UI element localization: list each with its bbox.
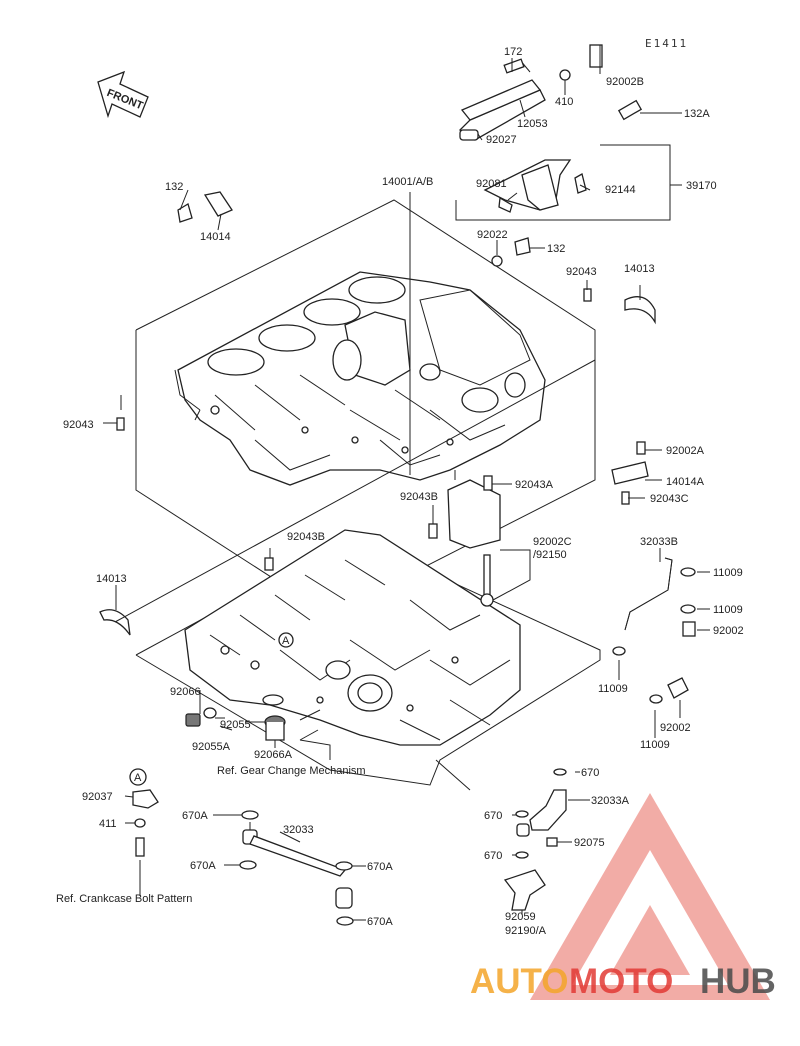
label-92022: 92022: [477, 229, 508, 241]
label-92190-a: 92190/A: [505, 925, 547, 937]
label-670a-1: 670A: [182, 810, 208, 822]
circle-a-marker: A: [282, 635, 290, 647]
bottom-left-parts: A: [129, 768, 354, 926]
label-132-b: 132: [547, 243, 565, 255]
label-92002-d: 92002: [660, 722, 691, 734]
label-670-b: 670: [484, 810, 502, 822]
drain-plug-group: [185, 694, 321, 741]
label-92066a: 92066A: [254, 749, 293, 761]
lower-crankcase: A: [135, 529, 601, 786]
circle-a-marker: A: [134, 772, 142, 784]
label-92150: /92150: [533, 549, 567, 561]
watermark-auto: AUTO: [470, 962, 569, 1001]
label-92075: 92075: [574, 837, 605, 849]
part-labels: E1411 172 92002B 410 12053 92027 132A 13…: [56, 37, 744, 937]
watermark-moto: MOTO: [569, 962, 673, 1001]
oil-pipe-32033A: [503, 768, 567, 911]
leader-lines: [103, 45, 710, 921]
label-92144: 92144: [605, 184, 636, 196]
label-12053: 12053: [517, 118, 548, 130]
label-32033: 32033: [283, 824, 314, 836]
label-14014: 14014: [200, 231, 231, 243]
front-direction-arrow: FRONT: [97, 70, 149, 119]
label-670a-3: 670A: [367, 861, 393, 873]
label-172: 172: [504, 46, 522, 58]
label-92055: 92055: [220, 719, 251, 731]
label-32033b: 32033B: [640, 536, 678, 548]
upper-crankcase: [135, 199, 596, 616]
label-92059: 92059: [505, 911, 536, 923]
watermark-text: AUTO MOTO HUB: [470, 962, 776, 1001]
bearing-cap-group: [99, 441, 649, 636]
label-92043-a: 92043: [566, 266, 597, 278]
label-92066: 92066: [170, 686, 201, 698]
label-92002: 92002: [713, 625, 744, 637]
label-670a-4: 670A: [367, 916, 393, 928]
label-92055a: 92055A: [192, 741, 231, 753]
label-92002b: 92002B: [606, 76, 644, 88]
watermark-hub: HUB: [700, 962, 776, 1001]
label-14013-a: 14013: [624, 263, 655, 275]
label-670-c: 670: [484, 850, 502, 862]
label-32033a: 32033A: [591, 795, 630, 807]
label-14014a: 14014A: [666, 476, 705, 488]
label-92081: 92081: [476, 178, 507, 190]
label-92043c: 92043C: [650, 493, 689, 505]
label-92037: 92037: [82, 791, 113, 803]
label-132a: 132A: [684, 108, 710, 120]
ref-crankcase-bolt: Ref. Crankcase Bolt Pattern: [56, 893, 192, 905]
oil-pipe-32033B: [612, 557, 696, 704]
diagram-code: E1411: [645, 37, 688, 50]
breather-cover-group: [116, 44, 671, 431]
label-92002a: 92002A: [666, 445, 705, 457]
label-11009-d: 11009: [640, 739, 670, 751]
label-14013-b: 14013: [96, 573, 127, 585]
watermark-logo: [530, 793, 770, 1000]
label-92043b-a: 92043B: [400, 491, 438, 503]
ref-gear-change: Ref. Gear Change Mechanism: [217, 765, 366, 777]
label-132: 132: [165, 181, 183, 193]
label-92043a: 92043A: [515, 479, 554, 491]
label-411: 411: [99, 818, 117, 830]
label-670-a: 670: [581, 767, 599, 779]
label-11009-b: 11009: [713, 604, 743, 616]
label-410: 410: [555, 96, 573, 108]
label-39170: 39170: [686, 180, 717, 192]
label-92043b-b: 92043B: [287, 531, 325, 543]
label-92002c: 92002C: [533, 536, 572, 548]
label-670a-2: 670A: [190, 860, 216, 872]
label-92043-b: 92043: [63, 419, 94, 431]
label-14001-a-b: 14001/A/B: [382, 176, 433, 188]
label-11009-c: 11009: [598, 683, 628, 695]
label-92027: 92027: [486, 134, 517, 146]
label-11009-a: 11009: [713, 567, 743, 579]
